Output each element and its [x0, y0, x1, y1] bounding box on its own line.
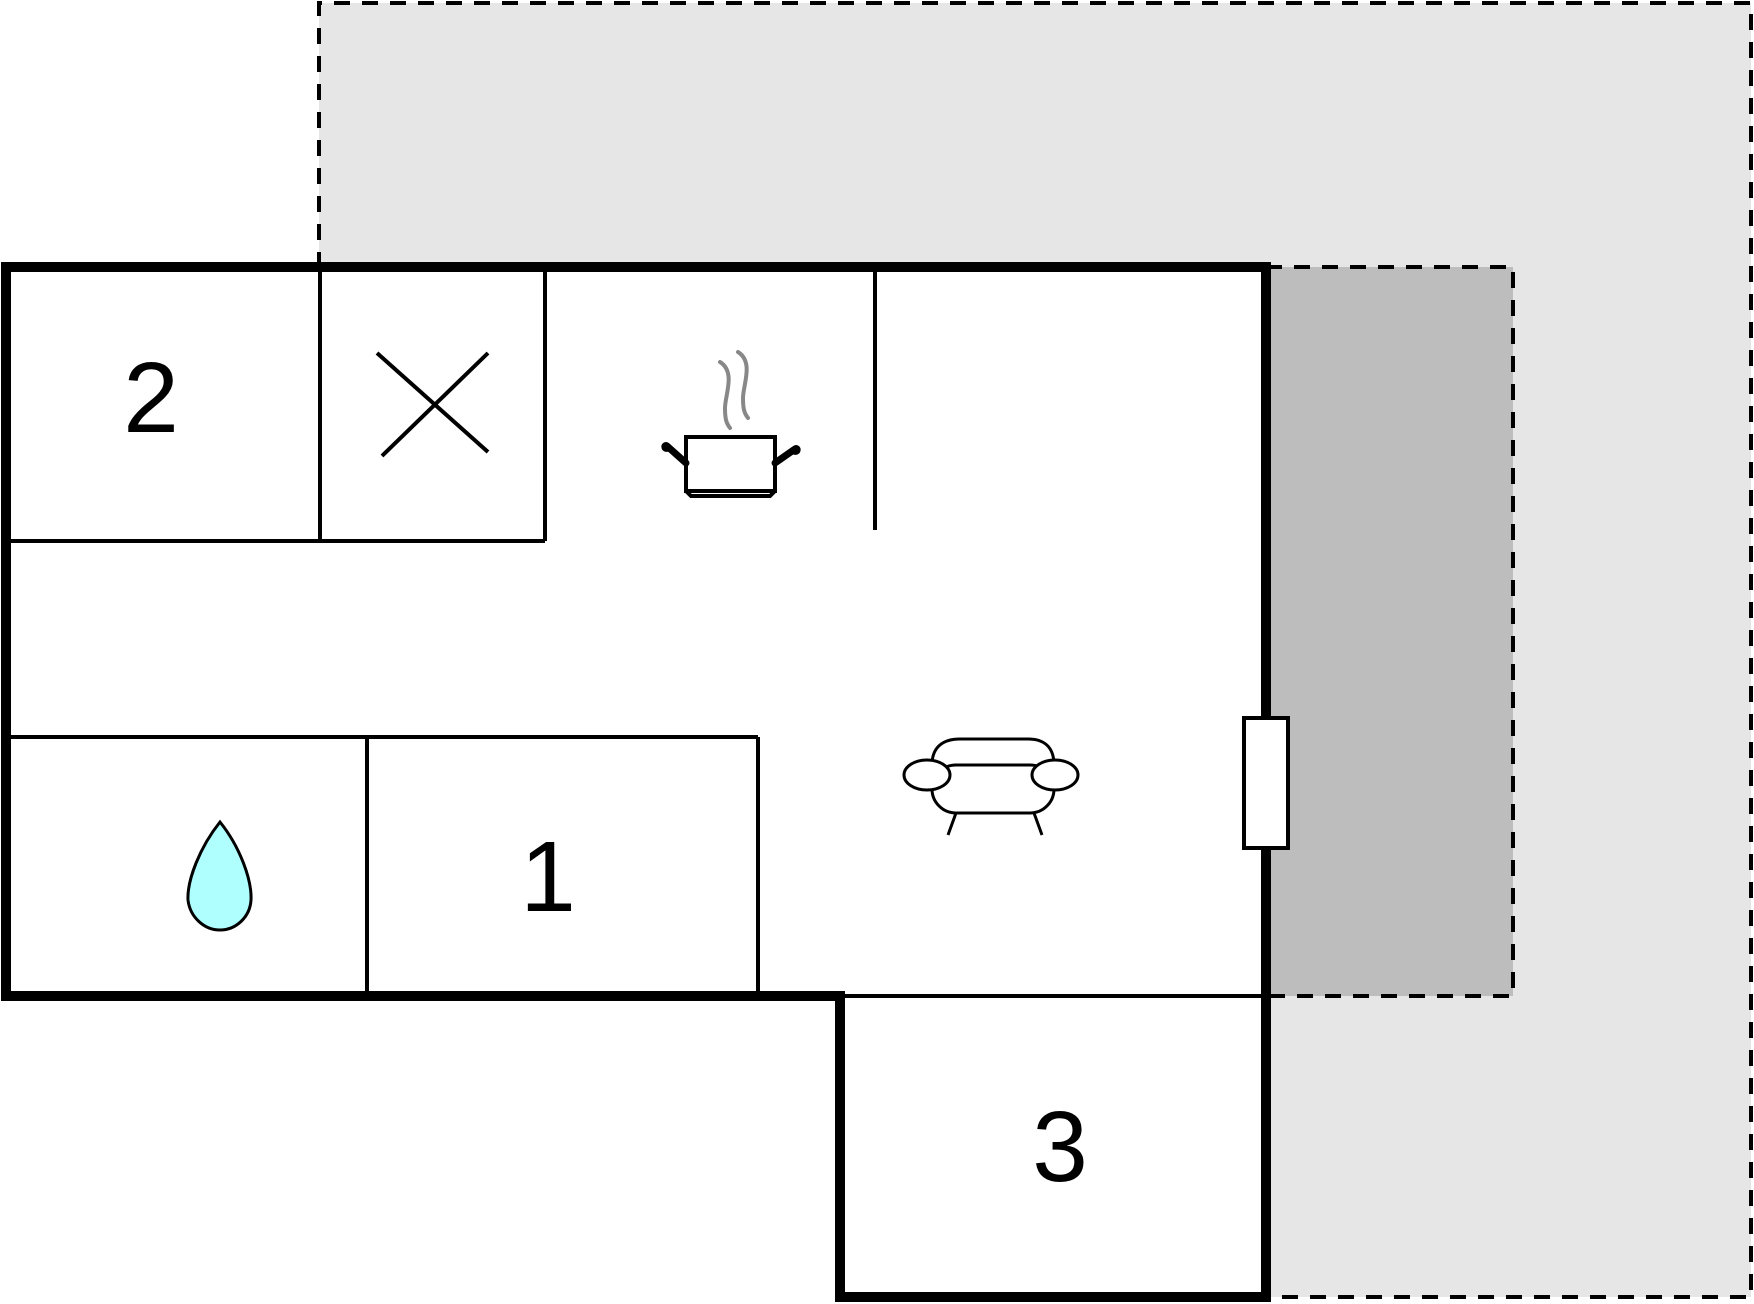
covered-terrace-border — [1266, 265, 1515, 998]
bedroom-2-label: 2 — [123, 342, 179, 454]
terrace-border — [317, 1, 1753, 1299]
steam-icon — [718, 360, 732, 430]
water-drop-icon — [186, 819, 253, 932]
exterior-walls — [1, 262, 1271, 1302]
cross-icon — [375, 351, 490, 458]
cooking-pot-icon — [661, 350, 801, 498]
covered-terrace-area — [1266, 267, 1513, 996]
sofa-icon — [902, 737, 1080, 836]
steam-icon — [736, 350, 750, 420]
bedroom-3-label: 3 — [1032, 1091, 1088, 1203]
interior-walls — [7, 267, 1266, 998]
bedroom-1-label: 1 — [520, 821, 576, 933]
terrace-door — [1242, 716, 1290, 850]
